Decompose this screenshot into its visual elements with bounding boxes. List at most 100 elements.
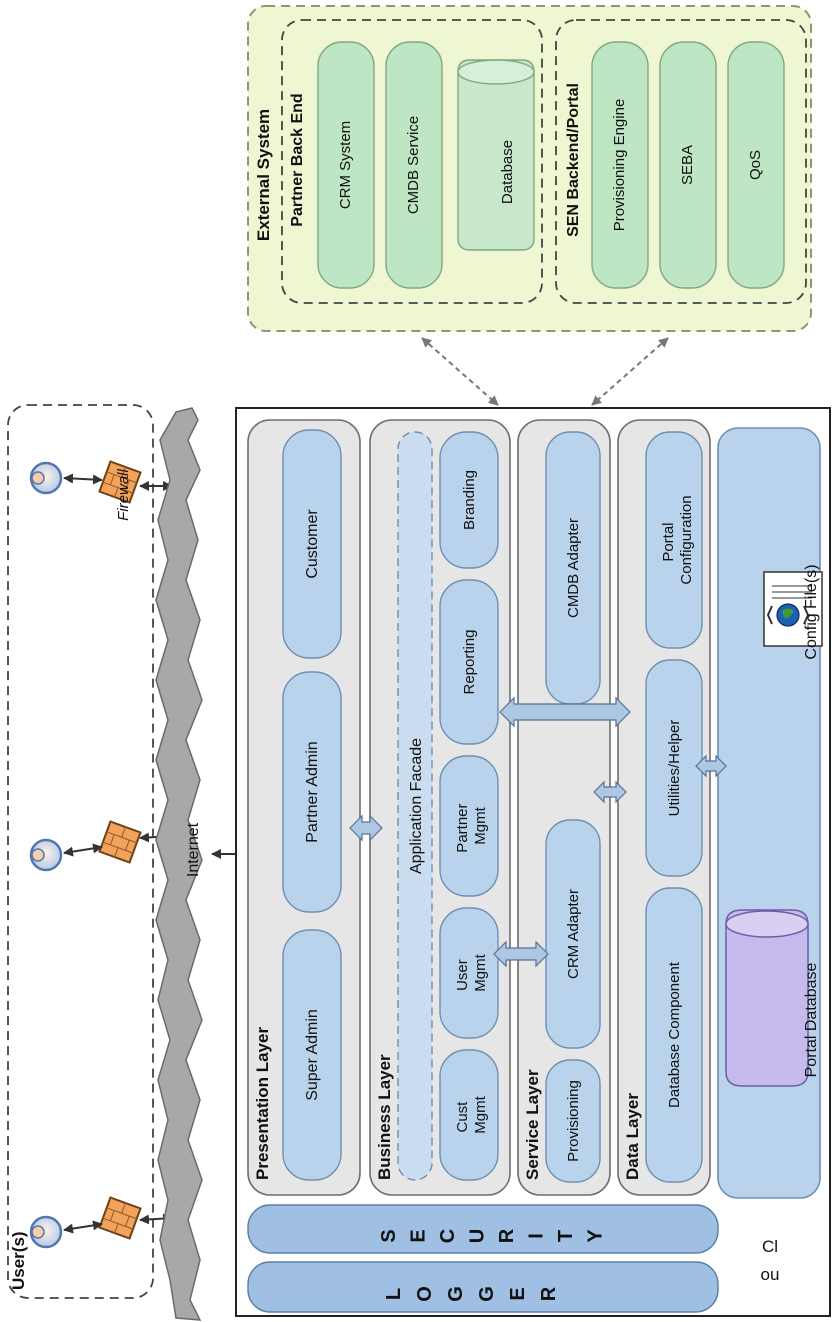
- user-icon: [29, 461, 63, 495]
- cloud-box: Cl ou: [736, 1212, 820, 1310]
- branding-box: [439, 431, 499, 569]
- bar-letter: G: [445, 1286, 467, 1302]
- super-admin-label: Super Admin: [304, 1009, 321, 1101]
- firewall-icon: [98, 1196, 142, 1240]
- user-firewall-link: [63, 843, 103, 857]
- presentation-layer-title: Presentation Layer: [253, 1027, 272, 1180]
- user-firewall-link: [63, 473, 103, 485]
- provisioning-label: Provisioning: [565, 1080, 582, 1162]
- business-service-arrow: [493, 940, 549, 968]
- cloud-label-line: Cl: [762, 1237, 778, 1256]
- portal-configuration-box: [645, 431, 703, 649]
- seba-label: SEBA: [679, 145, 696, 185]
- portal-configuration-line: Configuration: [678, 495, 695, 584]
- sen-backend-title: SEN Backend/Portal: [565, 83, 582, 237]
- qos-label: QoS: [747, 150, 764, 180]
- crm-adapter-box: [545, 819, 601, 1049]
- bar-letter: C: [437, 1229, 459, 1243]
- utilities-helper-label: Utilities/Helper: [666, 720, 683, 817]
- cmdb-service-box: [385, 41, 443, 289]
- user-icon: [29, 838, 63, 872]
- partner-back-end-title: Partner Back End: [289, 93, 306, 226]
- customer-box: [282, 429, 342, 659]
- user-icon: [29, 1215, 63, 1249]
- service-data-arrow: [593, 780, 627, 804]
- qos-box: [727, 41, 785, 289]
- crm-system-box: [317, 41, 375, 289]
- bar-letter: T: [555, 1230, 577, 1242]
- bar-letter: I: [526, 1233, 548, 1239]
- cust-mgmt-line: Mgmt: [472, 1095, 489, 1133]
- bar-letter: E: [507, 1287, 529, 1300]
- portal-database-icon: [725, 909, 809, 1087]
- users-group: User(s): [7, 404, 173, 1299]
- provisioning-box: [545, 1059, 601, 1183]
- reporting-box: [439, 579, 499, 745]
- cust-mgmt-label: Cust Mgmt: [454, 1095, 489, 1133]
- partner-admin-box: [282, 671, 342, 913]
- business-layer: Business Layer Application Facade Cust M…: [369, 419, 511, 1196]
- cust-mgmt-line: Cust: [454, 1101, 471, 1133]
- user-mgmt-box: [439, 907, 499, 1039]
- partner-mgmt-box: [439, 755, 499, 897]
- internet-cloud: Internet: [155, 407, 203, 1321]
- data-layer-title: Data Layer: [623, 1093, 642, 1180]
- bar-letter: L: [383, 1288, 405, 1300]
- firewall-label: Firewall: [115, 469, 132, 521]
- internet-label: Internet: [185, 822, 202, 877]
- bar-letter: R: [496, 1228, 518, 1243]
- users-title: User(s): [9, 1231, 28, 1290]
- external-system: External System Partner Back End CRM Sys…: [247, 5, 812, 332]
- sen-backend: SEN Backend/Portal Provisioning Engine S…: [555, 19, 807, 304]
- cloud-label-line: ou: [761, 1265, 780, 1284]
- service-layer-title: Service Layer: [523, 1069, 542, 1180]
- external-link-partner: [421, 337, 499, 406]
- presentation-business-arrow: [349, 814, 383, 842]
- service-layer: Service Layer Provisioning CRM Adapter C…: [517, 419, 611, 1196]
- application-facade-box: [397, 431, 433, 1181]
- branding-label: Branding: [461, 470, 478, 530]
- storage-area: Portal Database Config File(s): [717, 427, 823, 1199]
- portal-configuration-label: Portal Configuration: [660, 495, 695, 584]
- bar-letter: Y: [585, 1229, 607, 1243]
- partner-mgmt-line: Mgmt: [472, 806, 489, 844]
- application-facade-label: Application Facade: [408, 738, 425, 874]
- business-layer-title: Business Layer: [375, 1054, 394, 1180]
- config-files-label: Config File(s): [803, 564, 820, 659]
- partner-admin-label: Partner Admin: [304, 741, 321, 842]
- bar-letter: R: [538, 1286, 560, 1301]
- cust-mgmt-box: [439, 1049, 499, 1181]
- firewall-icon: [98, 820, 142, 864]
- database-component-box: [645, 887, 703, 1183]
- data-storage-arrow: [695, 754, 727, 778]
- super-admin-box: [282, 929, 342, 1181]
- portal-configuration-line: Portal: [660, 522, 677, 561]
- database-label: Database: [499, 140, 516, 204]
- bar-letter: O: [414, 1286, 436, 1302]
- database-component-label: Database Component: [666, 961, 683, 1108]
- seba-box: [659, 41, 717, 289]
- data-layer: Data Layer Database Component Utilities/…: [617, 419, 711, 1196]
- user-firewall-link: [63, 1220, 103, 1234]
- user-mgmt-line: Mgmt: [472, 953, 489, 991]
- bar-letter: U: [467, 1229, 489, 1243]
- bar-letter: S: [378, 1229, 400, 1242]
- cmdb-adapter-label: CMDB Adapter: [565, 518, 582, 618]
- reporting-label: Reporting: [461, 629, 478, 694]
- presentation-layer: Presentation Layer Super Admin Partner A…: [247, 419, 361, 1196]
- config-file-icon: [763, 571, 823, 647]
- crm-system-label: CRM System: [337, 121, 354, 209]
- cmdb-service-label: CMDB Service: [405, 116, 422, 214]
- partner-back-end: Partner Back End CRM System CMDB Service…: [281, 19, 543, 304]
- partner-mgmt-label: Partner Mgmt: [454, 799, 489, 852]
- partner-mgmt-line: Partner: [454, 803, 471, 852]
- portal-database-label: Portal Database: [803, 963, 820, 1078]
- external-system-title: External System: [254, 109, 273, 241]
- provisioning-engine-label: Provisioning Engine: [611, 99, 628, 232]
- external-link-sen: [591, 337, 669, 406]
- firewall-icon: [98, 460, 142, 504]
- user-mgmt-label: User Mgmt: [454, 953, 489, 991]
